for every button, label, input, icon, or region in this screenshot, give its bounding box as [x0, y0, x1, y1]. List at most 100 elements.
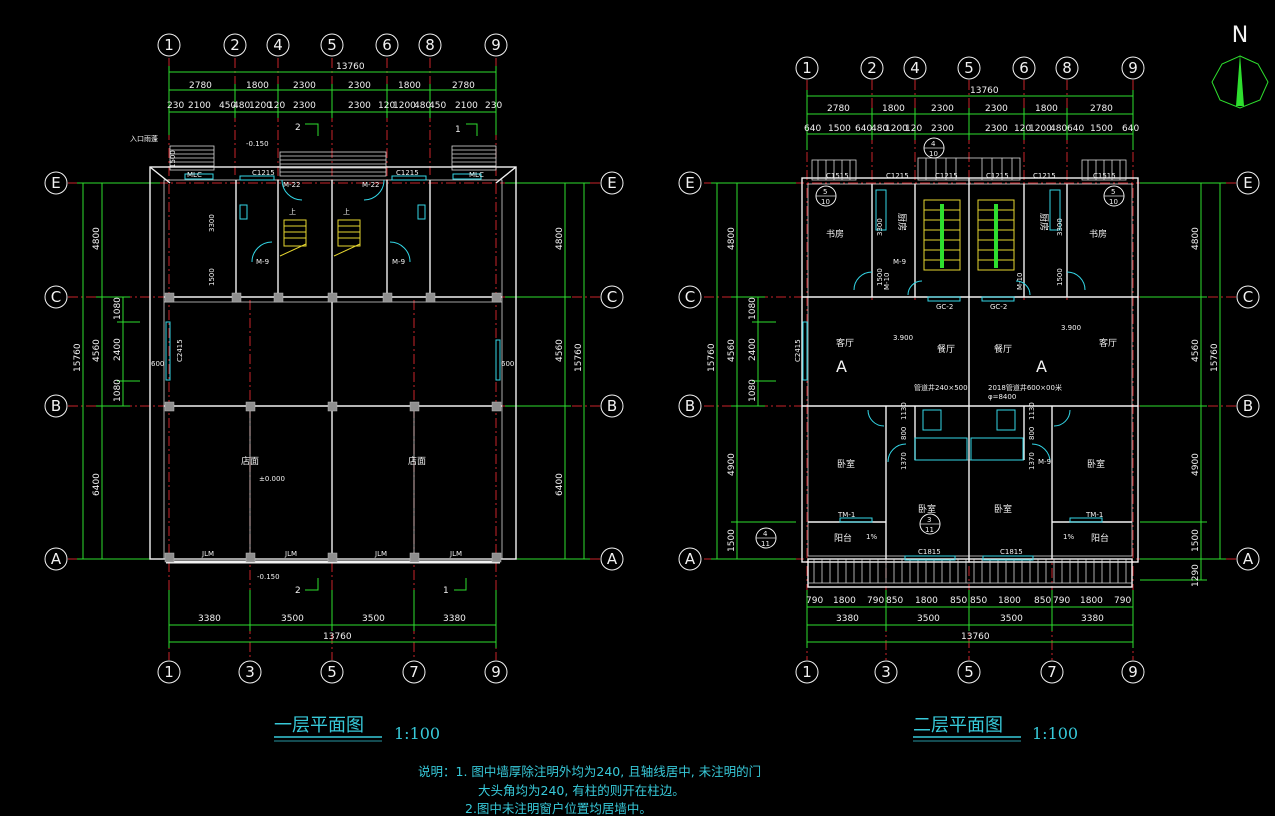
axis2-bottom-9: 9	[1121, 660, 1145, 684]
bottom-dimensions-2: 790 1800 790 850 1800 850 850 1800 850 7…	[806, 590, 1134, 648]
svg-text:MLC: MLC	[187, 171, 202, 179]
svg-text:3500: 3500	[917, 614, 940, 624]
svg-text:5: 5	[1111, 188, 1115, 196]
svg-text:10: 10	[929, 150, 938, 158]
svg-text:上: 上	[343, 207, 350, 216]
svg-text:4: 4	[910, 59, 920, 77]
svg-text:450: 450	[429, 101, 446, 111]
svg-text:5: 5	[964, 663, 974, 681]
svg-text:餐厅: 餐厅	[937, 343, 955, 355]
svg-text:5: 5	[327, 663, 337, 681]
svg-text:店面: 店面	[408, 455, 426, 467]
top-dimensions: 13760 2780 1800 2300 2300 1800 2780 230 …	[167, 62, 502, 135]
svg-text:800: 800	[900, 427, 908, 440]
svg-text:4560: 4560	[555, 339, 565, 362]
svg-text:±0.000: ±0.000	[259, 475, 285, 483]
svg-text:1500: 1500	[1191, 529, 1201, 552]
svg-text:1130: 1130	[900, 402, 908, 420]
axis2-top-8: 8	[1055, 56, 1079, 80]
svg-text:600: 600	[151, 360, 164, 368]
svg-text:B: B	[1243, 397, 1253, 415]
plan-first-floor: 1 2 4 5 6 8 9 1 3 5 7 9 E C B A E C B A	[44, 33, 624, 743]
svg-text:C1515: C1515	[1093, 172, 1116, 180]
svg-text:1%: 1%	[1063, 533, 1074, 541]
svg-text:120: 120	[378, 101, 395, 111]
svg-text:2300: 2300	[348, 101, 371, 111]
svg-text:N: N	[1232, 23, 1248, 48]
svg-text:2780: 2780	[452, 81, 475, 91]
svg-text:2300: 2300	[931, 104, 954, 114]
axis2-row-E-left: E	[678, 171, 702, 195]
svg-text:1%: 1%	[866, 533, 877, 541]
svg-text:TM-1: TM-1	[837, 511, 855, 519]
svg-text:790: 790	[1114, 596, 1131, 606]
svg-text:600: 600	[501, 360, 514, 368]
svg-text:1: 1	[164, 663, 174, 681]
svg-text:9: 9	[1128, 59, 1138, 77]
svg-text:C1215: C1215	[886, 172, 909, 180]
axis-bottom-7: 7	[402, 660, 426, 684]
svg-text:1370: 1370	[1028, 452, 1036, 470]
svg-text:C1215: C1215	[935, 172, 958, 180]
svg-text:13760: 13760	[961, 632, 990, 642]
svg-text:13760: 13760	[336, 62, 365, 72]
top-dimensions-2: 13760 2780 1800 2300 2300 1800 2780 640 …	[804, 86, 1139, 150]
svg-text:卧室: 卧室	[1087, 458, 1105, 470]
axis-row-C-right: C	[600, 285, 624, 309]
svg-text:C: C	[1243, 288, 1253, 306]
svg-text:640: 640	[855, 124, 872, 134]
svg-text:3: 3	[927, 516, 931, 524]
svg-text:上: 上	[289, 207, 296, 216]
svg-text:C1815: C1815	[918, 548, 941, 556]
axis2-bottom-1: 1	[795, 660, 819, 684]
axis-row-A-right: A	[600, 547, 624, 571]
svg-text:2400: 2400	[748, 338, 758, 361]
svg-text:10: 10	[821, 198, 830, 206]
svg-text:8: 8	[425, 36, 435, 54]
svg-text:1080: 1080	[113, 297, 123, 320]
svg-text:1290: 1290	[1191, 564, 1201, 587]
svg-text:10: 10	[1109, 198, 1118, 206]
svg-text:餐厅: 餐厅	[994, 343, 1012, 355]
axis-row-E-left: E	[44, 171, 68, 195]
svg-text:1: 1	[455, 125, 461, 135]
svg-text:C1815: C1815	[1000, 548, 1023, 556]
svg-text:1800: 1800	[833, 596, 856, 606]
svg-text:1800: 1800	[1035, 104, 1058, 114]
svg-text:1200: 1200	[249, 101, 272, 111]
svg-text:15760: 15760	[574, 343, 584, 372]
right-dimensions-2: 4800 4560 4900 1500 15760 1290	[1140, 182, 1226, 587]
axis2-row-C-right: C	[1236, 285, 1260, 309]
axis2-top-5: 5	[957, 56, 981, 80]
svg-text:1200: 1200	[1029, 124, 1052, 134]
svg-text:790: 790	[867, 596, 884, 606]
first-floor-stairs: 上 上	[279, 207, 361, 257]
svg-text:3500: 3500	[1000, 614, 1023, 624]
svg-text:9: 9	[491, 663, 501, 681]
svg-text:C1215: C1215	[396, 169, 419, 177]
svg-text:E: E	[51, 174, 60, 192]
axis-bottom-1: 1	[157, 660, 181, 684]
axis2-top-4: 4	[903, 56, 927, 80]
svg-text:3380: 3380	[443, 614, 466, 624]
axis2-top-2: 2	[860, 56, 884, 80]
svg-text:B: B	[51, 397, 61, 415]
svg-text:GC-2: GC-2	[936, 303, 953, 311]
axis-bottom-3: 3	[238, 660, 262, 684]
second-floor-scale: 1:100	[1032, 724, 1078, 743]
svg-text:阳台: 阳台	[1091, 532, 1109, 544]
svg-text:3300: 3300	[876, 218, 884, 236]
svg-text:3300: 3300	[208, 214, 216, 232]
svg-text:C1215: C1215	[986, 172, 1009, 180]
svg-text:800: 800	[1028, 427, 1036, 440]
svg-text:4560: 4560	[92, 339, 102, 362]
svg-text:1080: 1080	[748, 297, 758, 320]
axis-top-2: 2	[223, 33, 247, 57]
svg-text:2100: 2100	[455, 101, 478, 111]
axis-bottom-5: 5	[320, 660, 344, 684]
svg-text:M-10: M-10	[883, 273, 891, 290]
right-dimensions: 4800 4560 6400 15760	[505, 182, 590, 560]
svg-text:3380: 3380	[198, 614, 221, 624]
left-dimensions: 15760 4800 4560 6400 1080 2400 1080	[73, 182, 160, 560]
svg-text:1370: 1370	[900, 452, 908, 470]
